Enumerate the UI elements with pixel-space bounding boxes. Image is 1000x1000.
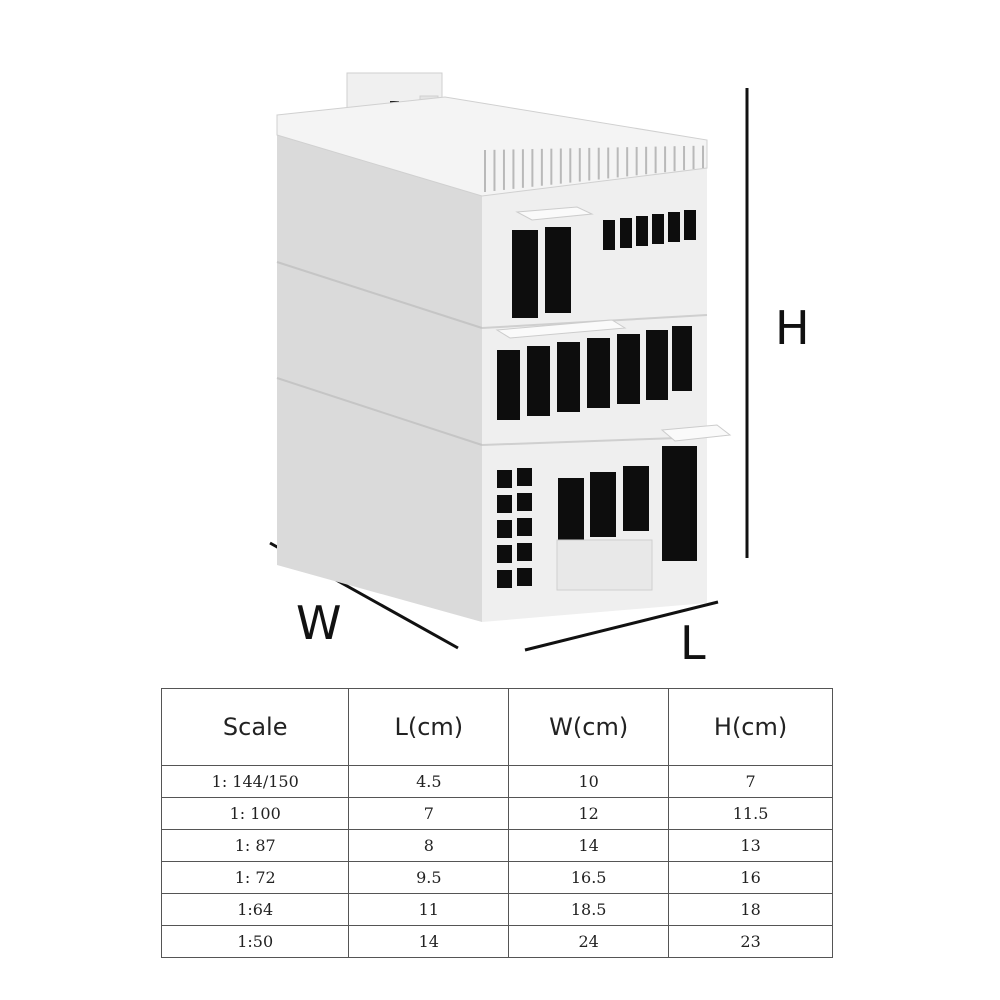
cell-scale: 1:64 xyxy=(160,893,350,926)
table-row: 1:64 11 18.5 18 xyxy=(160,893,833,926)
cell-scale: 1: 72 xyxy=(160,861,350,894)
header-scale: Scale xyxy=(160,688,350,766)
top-floor-windows xyxy=(512,210,696,318)
awning-bottom xyxy=(660,424,732,442)
cell-scale: 1:50 xyxy=(160,925,350,958)
cell-height: 16 xyxy=(668,861,833,894)
awning-top xyxy=(515,206,594,221)
ground-floor-windows xyxy=(497,446,697,588)
cell-length: 4.5 xyxy=(348,765,510,798)
cell-height: 7 xyxy=(668,765,833,798)
scale-dimension-table: Scale L(cm) W(cm) H(cm) 1: 144/150 4.5 1… xyxy=(160,688,833,958)
table-row: 1:50 14 24 23 xyxy=(160,925,833,958)
header-width: W(cm) xyxy=(508,688,670,766)
building-model xyxy=(276,72,732,622)
table-row: 1: 72 9.5 16.5 16 xyxy=(160,861,833,894)
cell-width: 24 xyxy=(508,925,670,958)
cell-length: 8 xyxy=(348,829,510,862)
cell-scale: 1: 100 xyxy=(160,797,350,830)
header-length: L(cm) xyxy=(348,688,510,766)
cell-width: 18.5 xyxy=(508,893,670,926)
cell-height: 11.5 xyxy=(668,797,833,830)
cell-width: 14 xyxy=(508,829,670,862)
cell-height: 18 xyxy=(668,893,833,926)
cell-width: 16.5 xyxy=(508,861,670,894)
length-dimension-line xyxy=(524,600,719,652)
building-model-figure xyxy=(269,72,749,652)
length-label: L xyxy=(680,616,706,670)
cell-length: 7 xyxy=(348,797,510,830)
table-row: 1: 87 8 14 13 xyxy=(160,829,833,862)
cell-length: 14 xyxy=(348,925,510,958)
cell-scale: 1: 144/150 xyxy=(160,765,350,798)
height-label: H xyxy=(775,301,810,355)
cell-width: 10 xyxy=(508,765,670,798)
table-header-row: Scale L(cm) W(cm) H(cm) xyxy=(160,688,833,766)
building-side-wall xyxy=(277,128,482,622)
awning-middle xyxy=(495,319,627,339)
cell-length: 11 xyxy=(348,893,510,926)
cell-height: 23 xyxy=(668,925,833,958)
cell-width: 12 xyxy=(508,797,670,830)
table-row: 1: 144/150 4.5 10 7 xyxy=(160,765,833,798)
header-height: H(cm) xyxy=(668,688,833,766)
shop-shutter xyxy=(556,539,653,591)
cell-scale: 1: 87 xyxy=(160,829,350,862)
table-row: 1: 100 7 12 11.5 xyxy=(160,797,833,830)
cell-length: 9.5 xyxy=(348,861,510,894)
width-label: W xyxy=(296,596,342,650)
middle-floor-windows xyxy=(497,326,692,420)
cell-height: 13 xyxy=(668,829,833,862)
